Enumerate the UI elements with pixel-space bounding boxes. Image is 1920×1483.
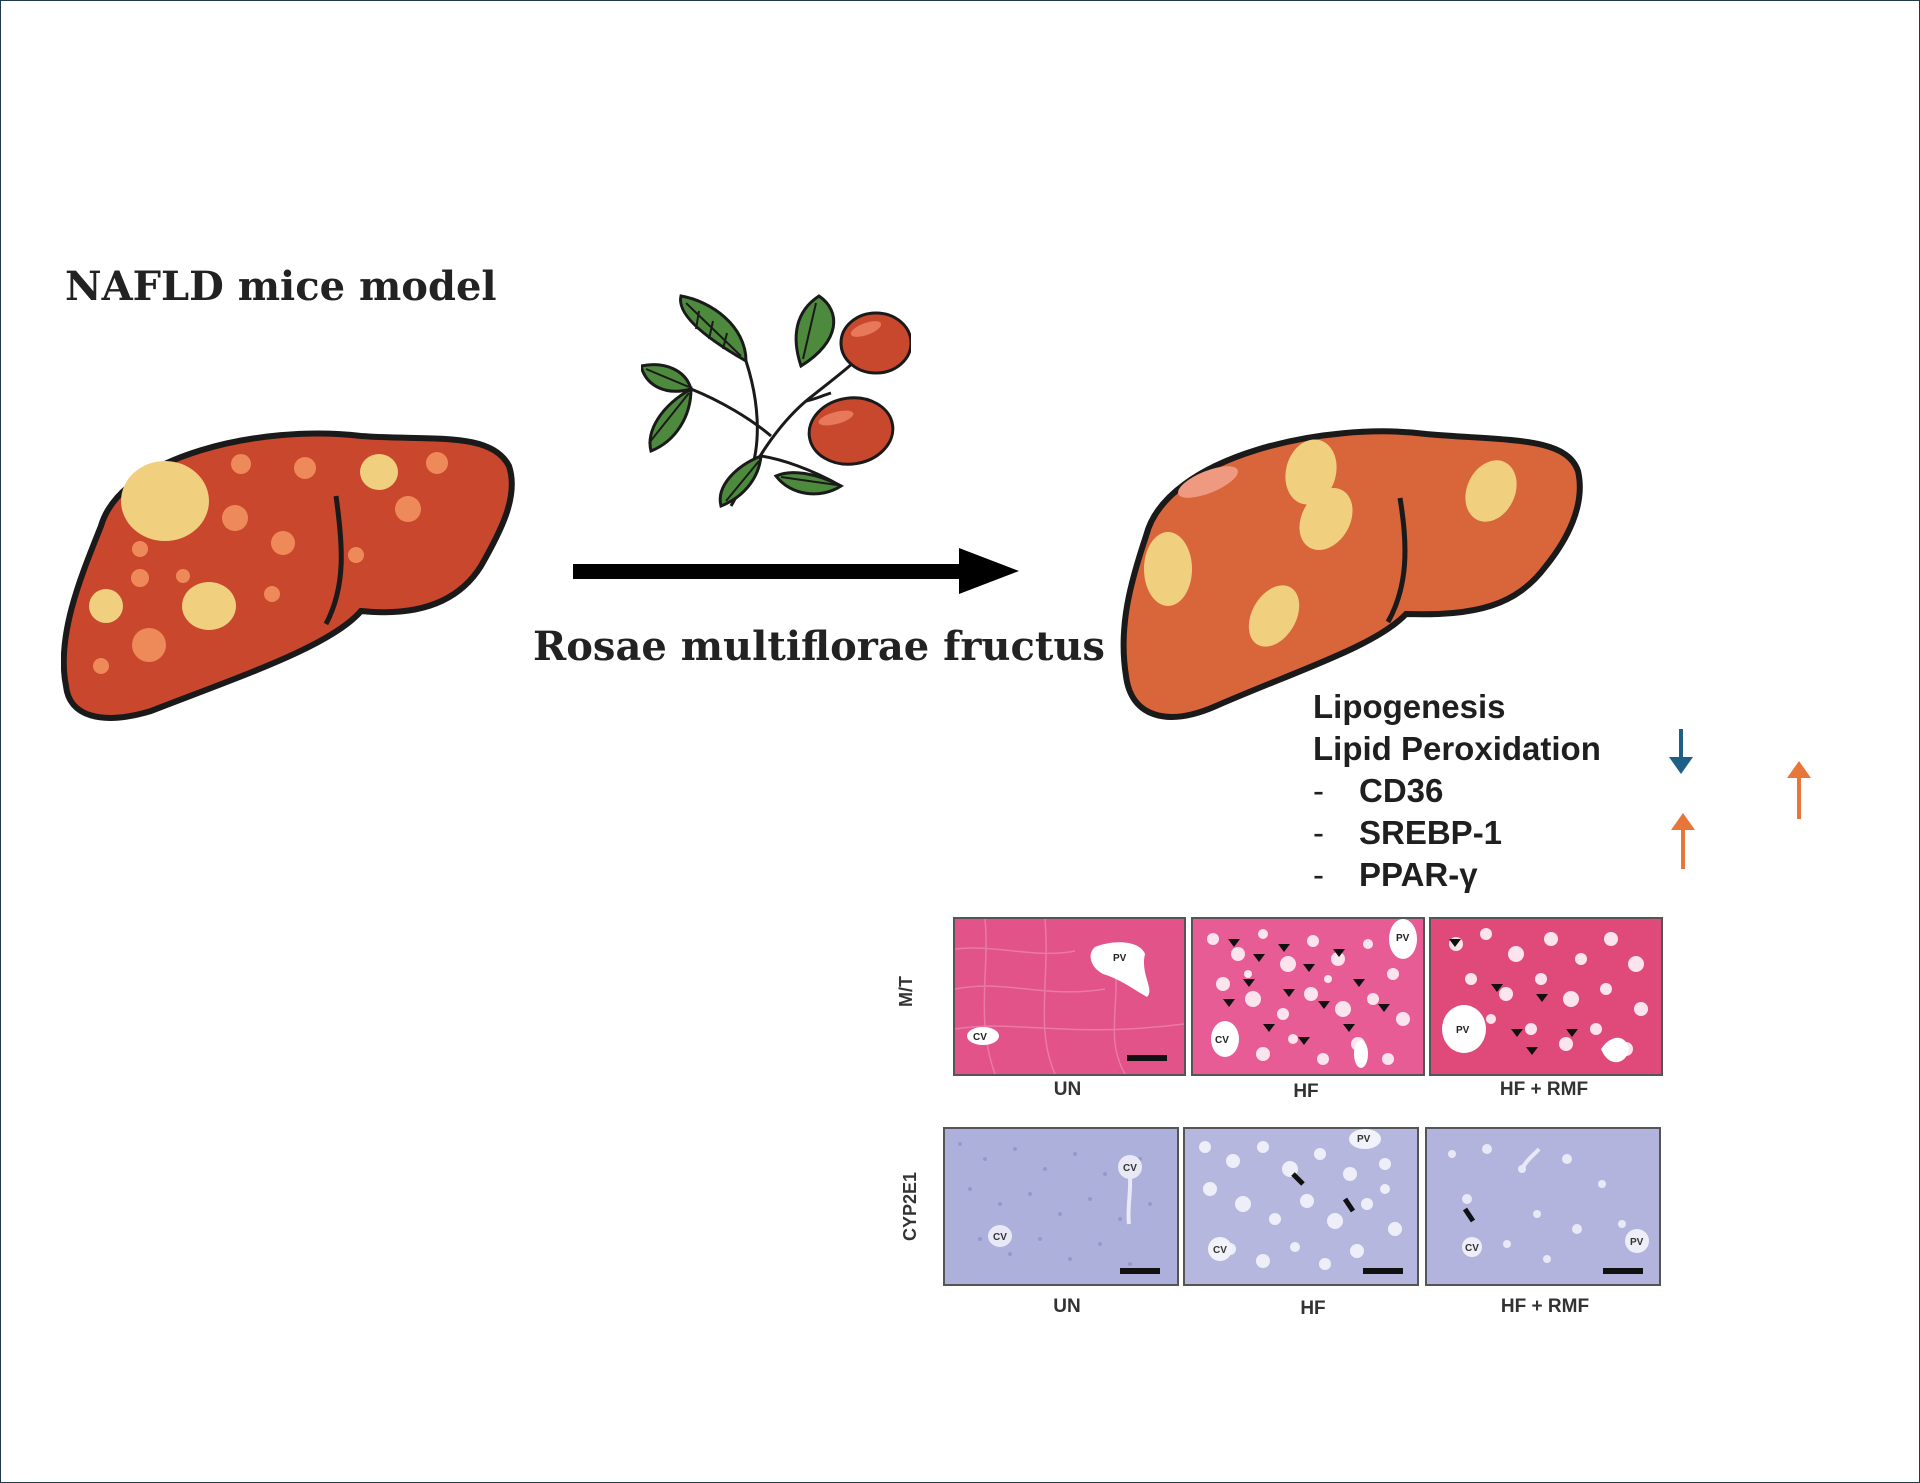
- group-label: UN: [1053, 1079, 1082, 1100]
- cv-marker: CV: [1123, 1163, 1137, 1174]
- group-label: HF + RMF: [1500, 1296, 1590, 1317]
- bullet-dash: -: [1313, 814, 1324, 851]
- pv-marker: PV: [1357, 1134, 1371, 1145]
- cv-marker: CV: [993, 1232, 1007, 1243]
- pv-marker: PV: [1113, 953, 1127, 964]
- small-droplets: [93, 452, 448, 674]
- treated-liver-icon: [1120, 428, 1583, 720]
- bullet-dash: -: [1313, 856, 1324, 893]
- histology-row-label: CYP2E1: [900, 1171, 921, 1242]
- group-label: HF: [1300, 1298, 1326, 1319]
- bullet-dash: -: [1313, 772, 1324, 809]
- treatment-arrow-icon: [573, 548, 1019, 594]
- group-label: UN: [1053, 1296, 1081, 1317]
- fat-droplets: [1144, 439, 1517, 647]
- pv-marker: PV: [1456, 1025, 1470, 1036]
- effect-lipid-peroxidation: Lipid Peroxidation: [1313, 730, 1601, 767]
- group-label: HF + RMF: [1499, 1079, 1589, 1100]
- effect-cd36-row: -CD36: [1313, 772, 1443, 810]
- cv-marker: CV: [973, 1032, 987, 1043]
- histology-panel-cyp-hf: PV CV: [1183, 1127, 1419, 1286]
- up-arrow-icon: [1671, 813, 1695, 869]
- effect-cd36: CD36: [1359, 772, 1444, 809]
- diseased-liver-icon: [61, 430, 515, 721]
- pv-marker: PV: [1630, 1237, 1644, 1248]
- pv-marker: PV: [1396, 933, 1410, 944]
- histology-panel-cyp-hf-rmf: CV PV: [1425, 1127, 1661, 1286]
- rosa-multiflora-branch-icon: [641, 294, 911, 509]
- effect-lipogenesis: Lipogenesis: [1313, 688, 1506, 725]
- treatment-label: Rosae multiflorae fructus: [533, 623, 1105, 670]
- histology-panel-mt-hf-rmf: PV: [1429, 917, 1663, 1076]
- model-title: NAFLD mice model: [65, 263, 497, 310]
- fat-droplets: [89, 454, 398, 630]
- histology-panel-cyp-un: CV CV: [943, 1127, 1179, 1286]
- cv-marker: CV: [1215, 1035, 1229, 1046]
- effect-srebp1-row: -SREBP-1: [1313, 814, 1502, 852]
- cv-marker: CV: [1213, 1245, 1227, 1256]
- group-label: HF: [1293, 1081, 1319, 1102]
- up-arrow-icon: [1787, 761, 1811, 819]
- cv-marker: CV: [1465, 1243, 1479, 1254]
- histology-panel-mt-hf: PV CV: [1191, 917, 1425, 1076]
- effect-srebp1: SREBP-1: [1359, 814, 1503, 851]
- histology-row-label: M/T: [896, 976, 916, 1007]
- effect-ppar: PPAR-γ: [1359, 856, 1478, 893]
- effect-ppar-row: -PPAR-γ: [1313, 856, 1478, 894]
- histology-panel-mt-un: PV CV: [953, 917, 1186, 1076]
- down-arrow-icon: [1669, 729, 1693, 774]
